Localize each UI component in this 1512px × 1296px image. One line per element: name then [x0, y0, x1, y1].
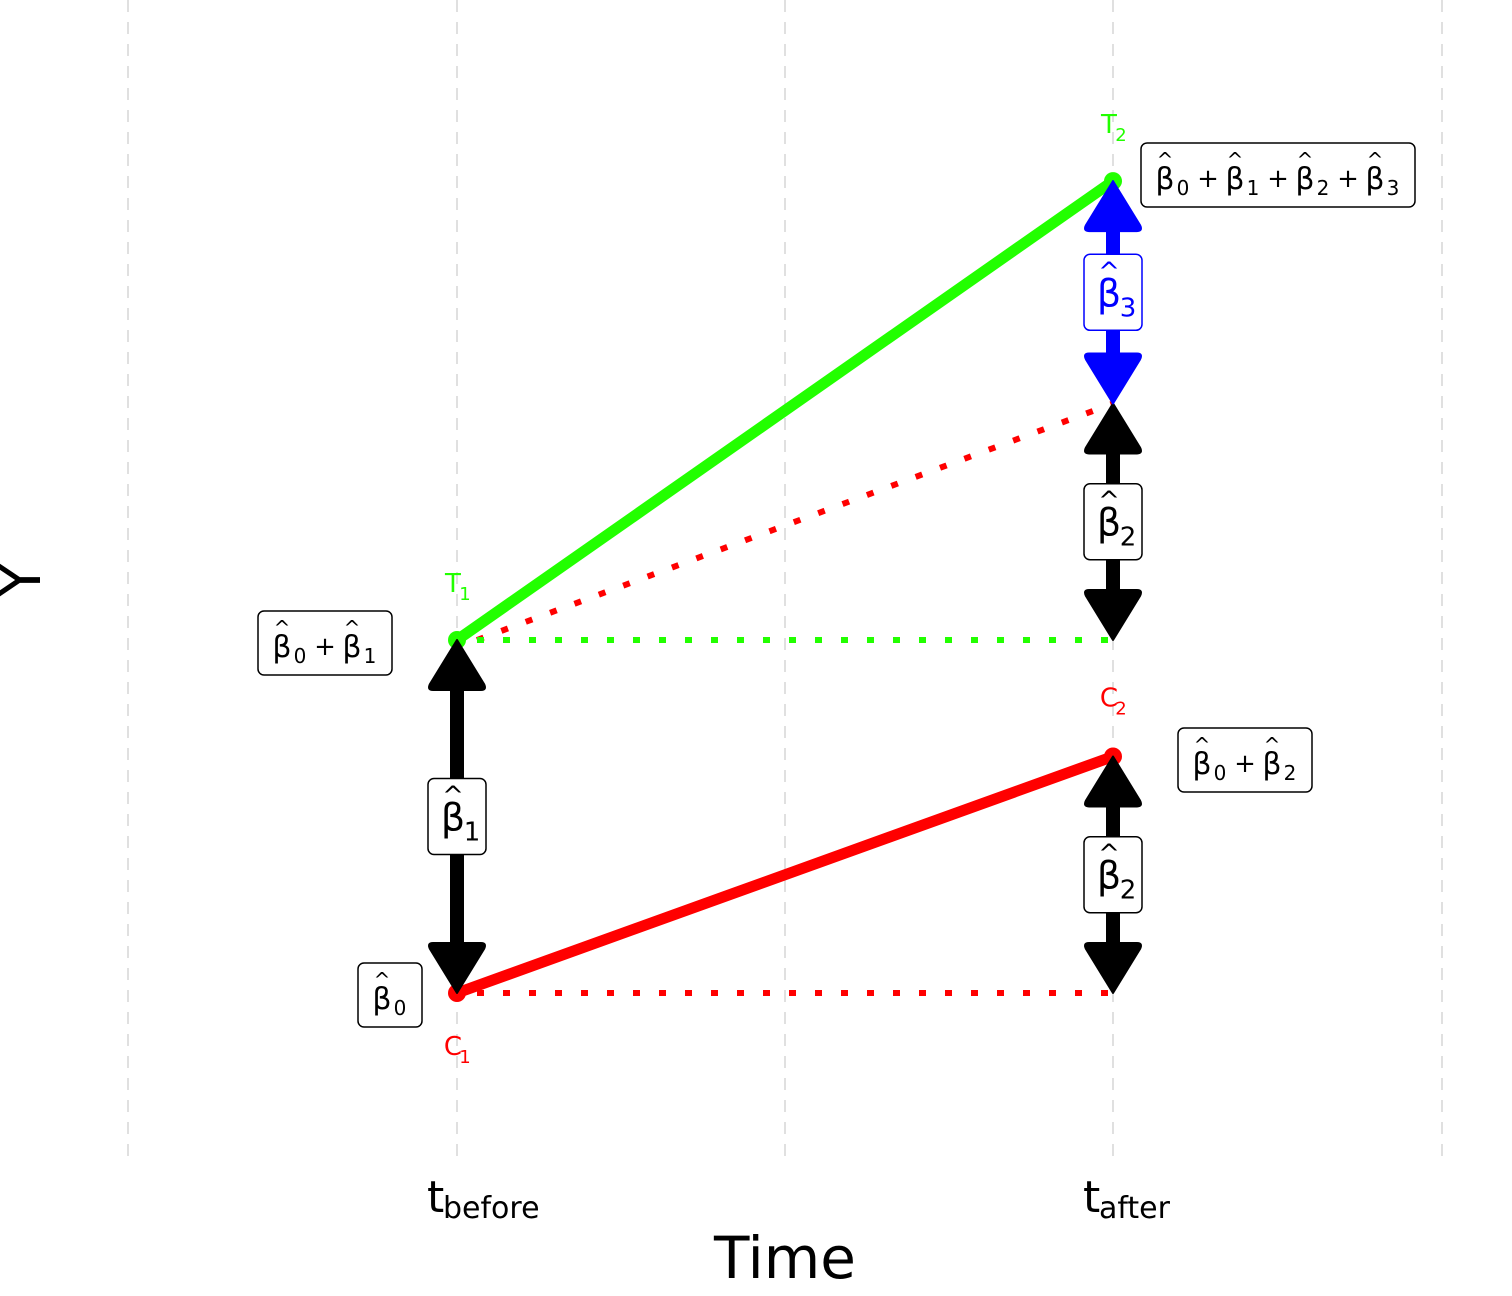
- coef-label-box: [427, 777, 487, 856]
- annotation-subscript: 2: [1317, 176, 1330, 200]
- coef-label-box: [1083, 835, 1143, 914]
- hat-icon: ^: [1297, 148, 1314, 172]
- coef-label-box: [1083, 482, 1143, 561]
- series-line-treatment: [451, 175, 1119, 646]
- point-label-subscript: 1: [459, 1047, 470, 1068]
- x-tick-subscript: after: [1099, 1191, 1171, 1226]
- annotation-plus: +: [1267, 164, 1289, 194]
- arrow-head-down-icon: [1084, 942, 1142, 994]
- hat-icon: ^: [1367, 148, 1384, 172]
- x-tick-label: t: [1083, 1172, 1100, 1223]
- annotation-beta: β: [1295, 162, 1314, 197]
- arrow-head-down-icon: [428, 942, 486, 994]
- annotation-beta: β: [1365, 162, 1384, 197]
- arrow-head-down-icon: [1084, 352, 1142, 405]
- hat-icon: ^: [1098, 257, 1120, 287]
- arrow-head-up-icon: [428, 639, 486, 691]
- annotation-subscript: 3: [1387, 176, 1400, 200]
- hat-icon: ^: [1098, 840, 1120, 870]
- hat-icon: ^: [374, 968, 391, 992]
- x-axis-title: Time: [713, 1224, 856, 1292]
- point-label-subscript: 2: [1115, 125, 1126, 146]
- arrow-head-down-icon: [1084, 589, 1142, 641]
- annotation-plus: +: [1337, 164, 1359, 194]
- hat-icon: ^: [274, 616, 291, 640]
- annotation-beta: β: [1155, 162, 1174, 197]
- coef-subscript: 2: [1120, 523, 1137, 553]
- annotation-plus: +: [1234, 749, 1256, 779]
- annotation-beta: β: [372, 982, 391, 1017]
- coef-subscript: 1: [464, 818, 481, 848]
- point-label-subscript: 1: [459, 584, 470, 605]
- coef-label-box: [1083, 253, 1143, 332]
- annotation-subscript: 0: [1177, 176, 1190, 200]
- annotation-box: [357, 962, 423, 1028]
- arrow-head-up-icon: [1084, 180, 1142, 233]
- annotation-subscript: 2: [1284, 761, 1297, 785]
- annotation-beta: β: [272, 630, 291, 665]
- hat-icon: ^: [344, 616, 361, 640]
- dotted-line: [475, 400, 1115, 643]
- annotation-subscript: 1: [364, 644, 377, 668]
- annotation-box: [257, 610, 393, 676]
- x-tick-subscript: before: [443, 1191, 540, 1226]
- hat-icon: ^: [1098, 487, 1120, 517]
- arrow-head-up-icon: [1084, 755, 1142, 808]
- coef-label: β: [1097, 501, 1121, 545]
- annotation-beta: β: [1225, 162, 1244, 197]
- point-label-subscript: 2: [1115, 698, 1126, 719]
- hat-icon: ^: [1264, 733, 1281, 757]
- hat-icon: ^: [1227, 148, 1244, 172]
- coef-label: β: [1097, 271, 1121, 315]
- annotation-subscript: 0: [294, 644, 307, 668]
- point-label: C: [1100, 683, 1118, 713]
- hat-icon: ^: [442, 782, 464, 812]
- annotation-beta: β: [1192, 747, 1211, 782]
- point-label: C: [444, 1032, 462, 1062]
- point-label: T: [444, 569, 461, 599]
- series-line-control: [451, 750, 1119, 999]
- annotation-plus: +: [314, 632, 336, 662]
- point-label: T: [1100, 110, 1117, 140]
- arrow-head-up-icon: [1084, 402, 1142, 455]
- hat-icon: ^: [1157, 148, 1174, 172]
- coef-subscript: 3: [1120, 293, 1137, 323]
- annotation-box: [1177, 727, 1313, 793]
- annotation-beta: β: [342, 630, 361, 665]
- annotation-beta: β: [1262, 747, 1281, 782]
- y-axis-title: Y: [0, 562, 54, 599]
- annotation-subscript: 0: [394, 996, 407, 1020]
- annotation-plus: +: [1197, 164, 1219, 194]
- coef-subscript: 2: [1120, 876, 1137, 906]
- hat-icon: ^: [1194, 733, 1211, 757]
- annotation-subscript: 1: [1247, 176, 1260, 200]
- x-tick-label: t: [427, 1172, 444, 1223]
- coef-label: β: [1097, 854, 1121, 898]
- annotation-box: [1140, 142, 1416, 208]
- coef-label: β: [441, 796, 465, 840]
- annotation-subscript: 0: [1214, 761, 1227, 785]
